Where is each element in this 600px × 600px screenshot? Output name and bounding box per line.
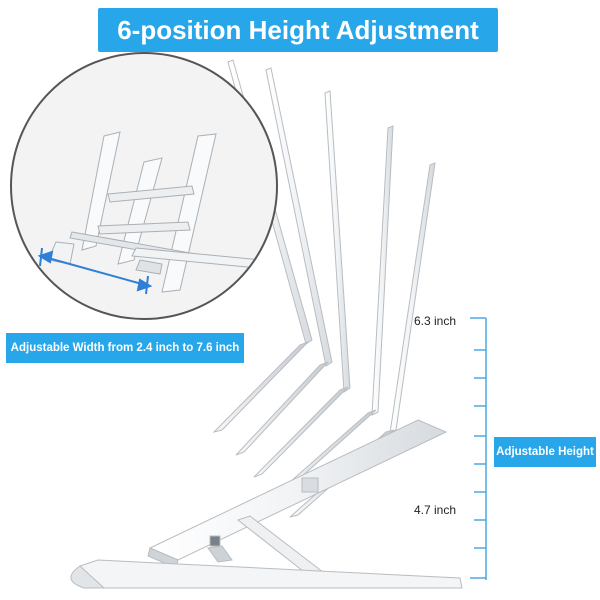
tilt-positions (147, 59, 448, 569)
page-title: 6-position Height Adjustment (98, 8, 498, 52)
folded-stand-illustration (37, 131, 263, 295)
plate-position-5 (389, 162, 436, 434)
width-detail-inset (10, 52, 278, 320)
plate-position-6 (148, 419, 448, 561)
height-callout: Adjustable Height (494, 437, 596, 467)
width-callout: Adjustable Width from 2.4 inch to 7.6 in… (6, 333, 244, 363)
plate-position-3 (324, 90, 351, 393)
double-arrow-icon (37, 247, 153, 295)
stand-base (70, 559, 463, 589)
plate-position-2 (265, 67, 333, 367)
plate-position-4 (371, 125, 394, 416)
max-height-measure: 6.3 inch (414, 314, 457, 328)
support-arms (207, 477, 338, 587)
min-height-measure: 4.7 inch (414, 503, 457, 517)
height-ruler (470, 317, 487, 580)
